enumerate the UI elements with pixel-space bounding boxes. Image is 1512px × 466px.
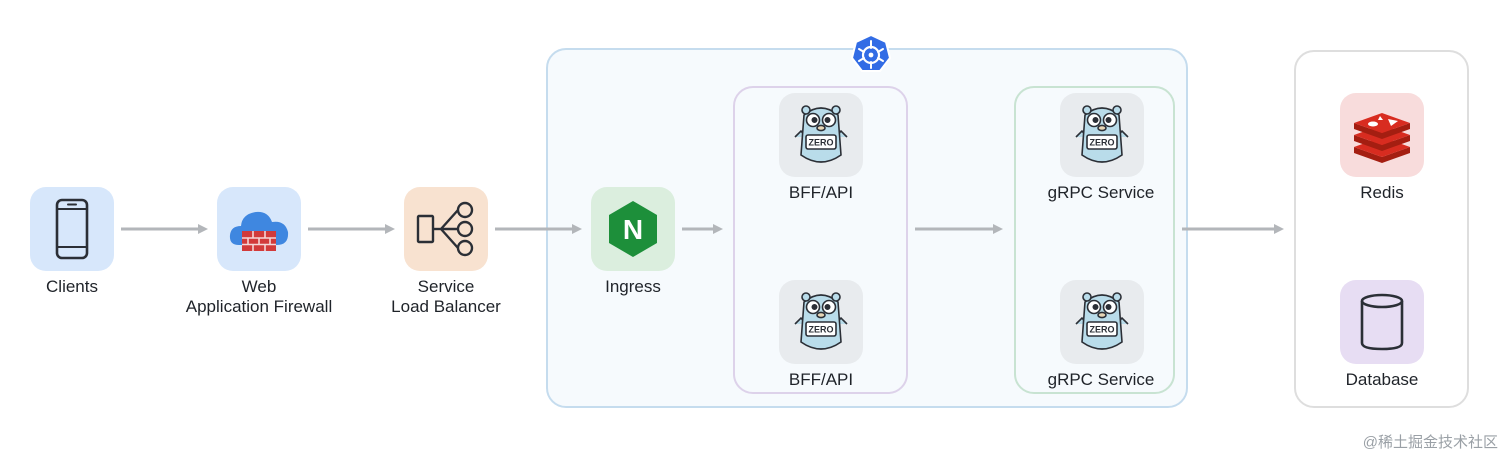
lb-label-line1: Service	[417, 277, 475, 296]
waf-label-line1: Web	[241, 277, 277, 296]
ingress-tile: N	[591, 187, 675, 271]
grpc-2-label: gRPC Service	[1047, 370, 1155, 389]
redis-tile	[1340, 93, 1424, 177]
svg-text:ZERO: ZERO	[1089, 325, 1114, 335]
go-zero-gopher-icon: ZERO	[794, 292, 848, 350]
bff-api-2-tile: ZERO	[779, 280, 863, 364]
kubernetes-icon	[851, 34, 891, 74]
go-zero-gopher-icon: ZERO	[794, 105, 848, 163]
lb-label-line2: Load Balancer	[391, 297, 501, 316]
watermark: @稀土掘金技术社区	[1362, 434, 1498, 451]
phone-icon	[55, 198, 89, 260]
bff-api-1-tile: ZERO	[779, 93, 863, 177]
svg-text:ZERO: ZERO	[1089, 138, 1114, 148]
database-tile	[1340, 280, 1424, 364]
waf-label-line2: Application Firewall	[185, 297, 333, 316]
clients-label: Clients	[46, 277, 98, 296]
svg-text:ZERO: ZERO	[808, 325, 833, 335]
grpc-2-tile: ZERO	[1060, 280, 1144, 364]
go-zero-gopher-icon: ZERO	[1075, 292, 1129, 350]
redis-label: Redis	[1360, 183, 1404, 202]
nginx-letter: N	[623, 214, 643, 245]
clients-tile	[30, 187, 114, 271]
grpc-service-group	[1014, 86, 1175, 394]
database-icon	[1360, 293, 1404, 351]
bff-api-group	[733, 86, 908, 394]
bff-api-2-label: BFF/API	[788, 370, 854, 389]
grpc-1-tile: ZERO	[1060, 93, 1144, 177]
bff-api-1-label: BFF/API	[788, 183, 854, 202]
go-zero-gopher-icon: ZERO	[1075, 105, 1129, 163]
redis-icon	[1354, 113, 1410, 163]
nginx-icon: N	[609, 201, 657, 257]
ingress-label: Ingress	[605, 277, 661, 296]
load-balancer-icon	[416, 201, 474, 257]
database-label: Database	[1345, 370, 1419, 389]
grpc-1-label: gRPC Service	[1047, 183, 1155, 202]
lb-tile	[404, 187, 488, 271]
storage-group	[1294, 50, 1469, 408]
svg-text:ZERO: ZERO	[808, 138, 833, 148]
waf-tile	[217, 187, 301, 271]
cloud-firewall-icon	[229, 211, 289, 251]
